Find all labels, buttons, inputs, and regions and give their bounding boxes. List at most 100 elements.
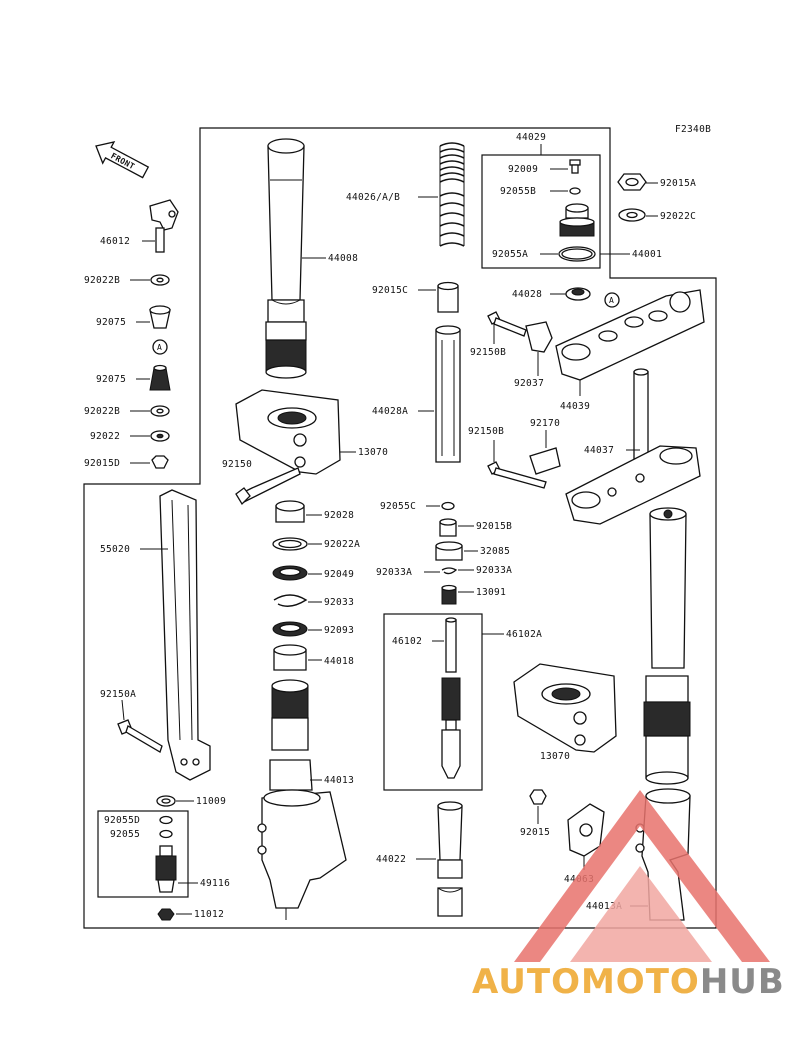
part-92033-circlip [273,594,308,607]
part-11012-nut [157,908,175,921]
part-label-p49116: 49116 [200,878,230,889]
part-label-p92150A: 92150A [100,689,136,700]
part-label-p92150: 92150 [222,459,252,470]
part-label-p92049: 92049 [324,569,354,580]
part-92055C-oring [441,501,455,511]
part-label-p92033: 92033 [324,597,354,608]
part-label-p92055D: 92055D [104,815,140,826]
part-92075-bushing-bottom [149,367,171,391]
assembly-marker-a-2 [604,292,620,308]
part-label-p44001: 44001 [632,249,662,260]
part-label-p92170: 92170 [530,418,560,429]
part-label-p92015A: 92015A [660,178,696,189]
part-92033A-clip [441,567,458,575]
part-44026-spring [439,142,465,247]
figure-code: F2340B [675,124,711,135]
assembly-marker-label: A [157,343,162,352]
part-46012-bolt [149,199,179,253]
part-13091-nut [441,584,457,605]
diagram-frame [83,127,717,929]
part-label-p11009: 11009 [196,796,226,807]
watermark-logo: AUTOMOTOHUB [472,962,785,1002]
part-label-p92015C: 92015C [372,285,408,296]
part-label-p92022A: 92022A [324,539,360,550]
part-44039-upper-bracket [555,289,705,381]
part-92055D-oring [159,815,173,825]
part-label-p92033A-2: 92033A [476,565,512,576]
part-label-p46012: 46012 [100,236,130,247]
part-label-p92075-2: 92075 [96,374,126,385]
part-label-p44037: 44037 [584,445,614,456]
part-label-p44028A: 44028A [372,406,408,417]
assembly-marker-label: A [609,296,614,305]
watermark-text-b: HUB [699,962,785,1002]
part-label-p92055B: 92055B [500,186,536,197]
part-92150B-bolt [487,311,527,337]
part-label-p92037: 92037 [514,378,544,389]
part-label-p92150B-2: 92150B [468,426,504,437]
part-92009-screw [569,159,581,174]
part-fork-tube-right [643,507,691,785]
part-label-p92075-1: 92075 [96,317,126,328]
part-44028A-damper-tube [435,325,461,463]
part-label-p46102: 46102 [392,636,422,647]
part-49116-valve [155,845,177,893]
part-13070-clamp-right [513,663,617,753]
part-44008-fork-tube [265,138,307,379]
part-44022-inner-tube [437,801,463,917]
part-label-p44029: 44029 [516,132,546,143]
part-44001-cap [559,203,595,237]
part-label-p44039: 44039 [560,401,590,412]
part-label-p92022: 92022 [90,431,120,442]
part-92015-nut [529,789,547,805]
watermark-text-a: AUTOMOTO [472,962,700,1002]
part-44013-outer-tube [257,679,347,920]
part-92055-oring [159,829,173,839]
part-label-p13070-1: 13070 [358,447,388,458]
part-label-p92055C: 92055C [380,501,416,512]
part-label-p92022B-2: 92022B [84,406,120,417]
part-44037-steering-stem [565,368,701,525]
part-label-p92022B-1: 92022B [84,275,120,286]
part-label-p92093: 92093 [324,625,354,636]
part-92055B-oring [569,187,581,195]
part-label-p44022: 44022 [376,854,406,865]
part-label-p44026: 44026/A/B [346,192,400,203]
part-label-p13070-2: 13070 [540,751,570,762]
front-arrow-icon: FRONT [95,141,150,179]
part-label-p92022C: 92022C [660,211,696,222]
part-label-p92015B: 92015B [476,521,512,532]
part-label-p92015D: 92015D [84,458,120,469]
part-label-p11012: 11012 [194,909,224,920]
part-label-p92015: 92015 [520,827,550,838]
part-label-p44018: 44018 [324,656,354,667]
subassembly-box-46102A [383,613,483,791]
part-92170-clamp [529,447,561,475]
part-92037-clamp [525,321,553,353]
part-label-p55020: 55020 [100,544,130,555]
part-label-p32085: 32085 [480,546,510,557]
part-label-p92033A-1: 92033A [376,567,412,578]
part-label-p46102A: 46102A [506,629,542,640]
watermark-triangle [514,790,770,962]
part-13070-clamp-left [235,389,341,475]
part-label-p92028: 92028 [324,510,354,521]
part-label-p44028: 44028 [512,289,542,300]
part-label-p92055A: 92055A [492,249,528,260]
part-label-p13091: 13091 [476,587,506,598]
part-92150-bolt [235,467,301,506]
part-92015D-nut [151,455,169,469]
part-label-p92009: 92009 [508,164,538,175]
part-label-p44008: 44008 [328,253,358,264]
part-label-p92150B-1: 92150B [470,347,506,358]
assembly-marker-a [152,339,168,355]
subassembly-box-49116 [97,810,189,898]
part-label-p92055: 92055 [110,829,140,840]
part-92150B-bolt-2 [487,461,547,489]
part-46102-damper-rod [441,617,461,779]
part-label-p44013A: 44013A [586,901,622,912]
part-55020-fork-guard [159,489,211,781]
part-label-p44013: 44013 [324,775,354,786]
part-92150A-bolt [117,719,163,753]
